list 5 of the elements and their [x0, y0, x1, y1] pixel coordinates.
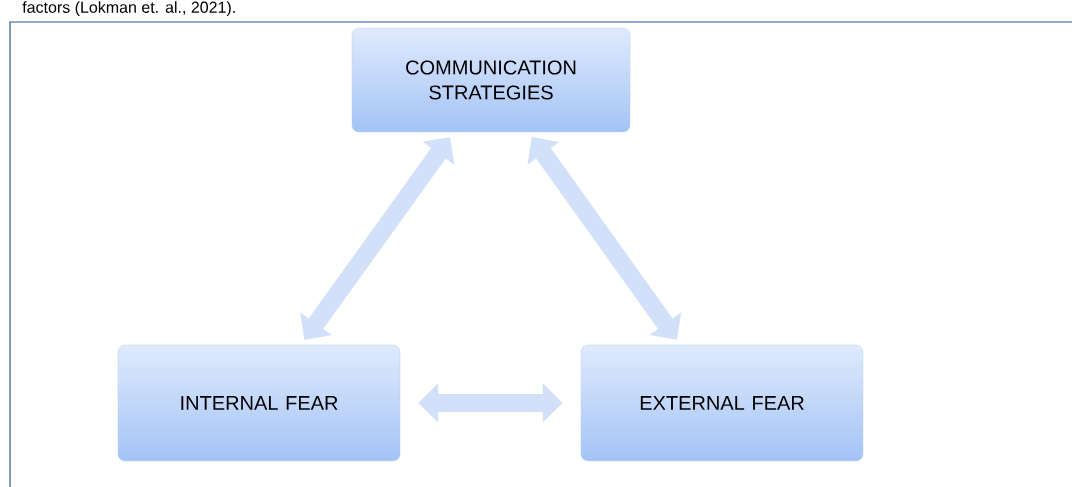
concept-box: EXTERNAL FEAR: [580, 344, 864, 462]
concept-box: COMMUNICATION STRATEGIES: [351, 27, 631, 133]
caption-text: factors (Lokman et. al., 2021).: [22, 1, 235, 17]
concept-box: INTERNAL FEAR: [117, 344, 401, 462]
double-arrow: [527, 137, 682, 340]
